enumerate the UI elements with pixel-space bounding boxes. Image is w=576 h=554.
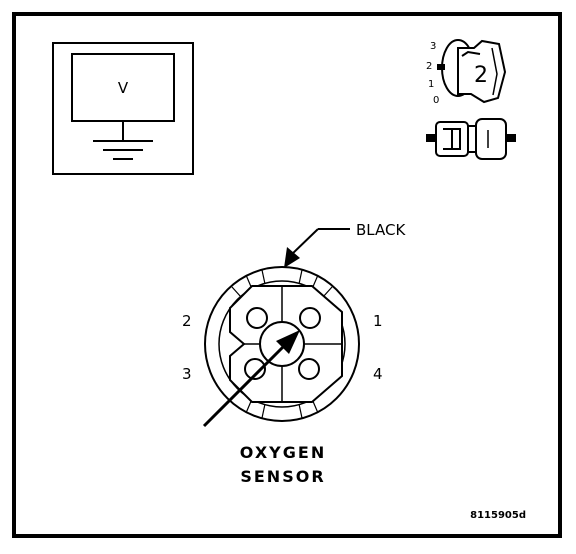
connector-title-line1: OXYGEN <box>240 443 326 462</box>
voltmeter-icon <box>52 42 194 175</box>
switch-position-3: 3 <box>430 41 436 52</box>
switch-position-1: 1 <box>428 79 434 90</box>
selector-switch-icon <box>437 39 507 104</box>
pin-label-3: 3 <box>182 365 192 383</box>
meter-label: V <box>118 79 129 97</box>
switch-position-0: 0 <box>433 95 439 106</box>
wire-color-label: BLACK <box>356 221 406 239</box>
test-probe-icon <box>426 118 516 160</box>
pin-cavity-3 <box>244 358 266 380</box>
connector-title-line2: SENSOR <box>240 467 325 486</box>
switch-value: 2 <box>474 63 488 88</box>
pin-label-1: 1 <box>373 312 383 330</box>
switch-position-2: 2 <box>426 61 432 72</box>
pin-cavity-2 <box>246 307 268 329</box>
black-wire-leader <box>284 228 350 268</box>
pin-cavity-1 <box>299 307 321 329</box>
pin-cavity-4 <box>298 358 320 380</box>
pin-label-4: 4 <box>373 365 383 383</box>
pin-label-2: 2 <box>182 312 192 330</box>
probe-arrow <box>202 330 300 428</box>
figure-code: 8115905d <box>470 510 526 521</box>
